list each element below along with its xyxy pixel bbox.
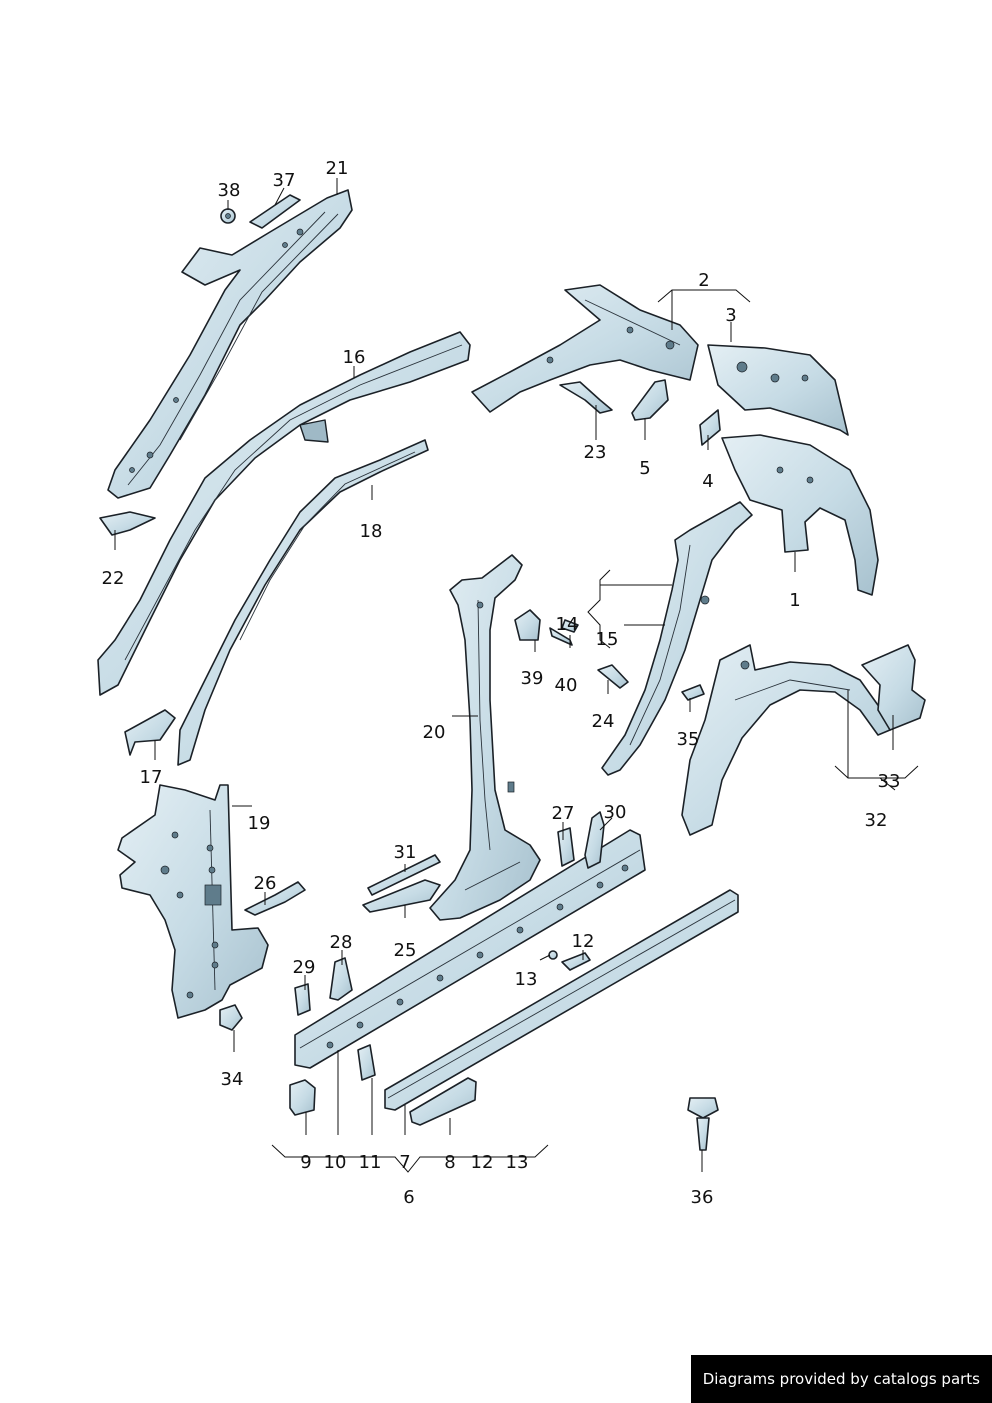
callout-11: 11 (359, 1152, 382, 1173)
part-11-plate (357, 1044, 376, 1081)
callout-17: 17 (140, 767, 163, 788)
part-25-strip (362, 879, 441, 913)
part-33-bracket (861, 644, 926, 731)
part-32-wheel-arch (681, 644, 891, 836)
callout-32: 32 (865, 810, 888, 831)
part-4-plate (699, 409, 721, 446)
part-39-bracket (514, 609, 541, 641)
part-27-plate (557, 827, 575, 867)
part-21-a-pillar (107, 189, 353, 499)
callout-22: 22 (102, 568, 125, 589)
callout-14: 14 (556, 614, 579, 635)
part-14-bolt (561, 619, 579, 633)
part-24-clip (597, 664, 629, 689)
part-28-bracket (329, 957, 353, 1001)
part-37-bracket (249, 194, 301, 229)
callout-12-middle: 12 (572, 931, 595, 952)
part-19-quarter-section (117, 784, 269, 1019)
callout-16: 16 (343, 347, 366, 368)
part-16-roof-rail (97, 331, 471, 696)
callout-10: 10 (324, 1152, 347, 1173)
part-35-clip (681, 684, 705, 701)
credit-banner: Diagrams provided by catalogs parts (690, 1355, 992, 1403)
part-15-c-pillar (601, 501, 753, 776)
part-29-plate (294, 983, 311, 1016)
callout-28: 28 (330, 932, 353, 953)
callout-1: 1 (789, 590, 800, 611)
callout-2: 2 (698, 270, 709, 291)
part-17-bracket (124, 709, 176, 756)
callout-36: 36 (691, 1187, 714, 1208)
part-31-strip (367, 854, 441, 896)
callout-20: 20 (423, 722, 446, 743)
callout-24: 24 (592, 711, 615, 732)
callout-labels: 1 2 3 4 5 6 7 8 9 10 11 12 13 12 13 14 1… (102, 158, 901, 1208)
callout-21: 21 (326, 158, 349, 179)
part-18-inner-rail (177, 439, 429, 766)
callout-34: 34 (221, 1069, 244, 1090)
callout-13-middle: 13 (515, 969, 538, 990)
callout-3: 3 (725, 305, 736, 326)
callout-35: 35 (677, 729, 700, 750)
part-34-clip (219, 1004, 243, 1031)
callout-12-bottom: 12 (471, 1152, 494, 1173)
part-36-push-pin (687, 1097, 719, 1151)
part-3-panel (707, 344, 849, 436)
callout-33: 33 (878, 771, 901, 792)
part-7-sill-inner (384, 889, 739, 1111)
callout-25: 25 (394, 940, 417, 961)
part-22-bracket (99, 511, 156, 536)
callout-39: 39 (521, 668, 544, 689)
part-9-plate (289, 1079, 316, 1116)
part-5-bracket (631, 379, 669, 421)
callout-15: 15 (596, 629, 619, 650)
part-20-b-pillar (429, 554, 541, 921)
callout-5: 5 (639, 458, 650, 479)
part-38-nut (220, 208, 236, 224)
callout-19: 19 (248, 813, 271, 834)
callout-13-bottom: 13 (506, 1152, 529, 1173)
part-23-bracket (559, 381, 613, 414)
callout-27: 27 (552, 803, 575, 824)
part-12-bracket (561, 952, 591, 971)
callout-23: 23 (584, 442, 607, 463)
callout-30: 30 (604, 802, 627, 823)
callout-26: 26 (254, 873, 277, 894)
callout-18: 18 (360, 521, 383, 542)
part-13-nut (548, 950, 558, 960)
callout-37: 37 (273, 170, 296, 191)
callout-7: 7 (399, 1152, 410, 1173)
callout-8: 8 (444, 1152, 455, 1173)
part-1-wheelhouse (721, 434, 879, 596)
part-40-bolt (549, 627, 573, 646)
callout-9: 9 (300, 1152, 311, 1173)
callout-38: 38 (218, 180, 241, 201)
part-30-bracket (584, 811, 605, 869)
callout-6: 6 (403, 1187, 414, 1208)
part-8-bracket (409, 1077, 477, 1126)
callout-4: 4 (702, 471, 713, 492)
callout-40: 40 (555, 675, 578, 696)
part-26-bracket (244, 881, 306, 916)
part-2-rear-upper-rail (471, 284, 699, 413)
callout-31: 31 (394, 842, 417, 863)
part-6-sill-outer (294, 829, 646, 1069)
callout-29: 29 (293, 957, 316, 978)
leader-lines (114, 178, 919, 1173)
